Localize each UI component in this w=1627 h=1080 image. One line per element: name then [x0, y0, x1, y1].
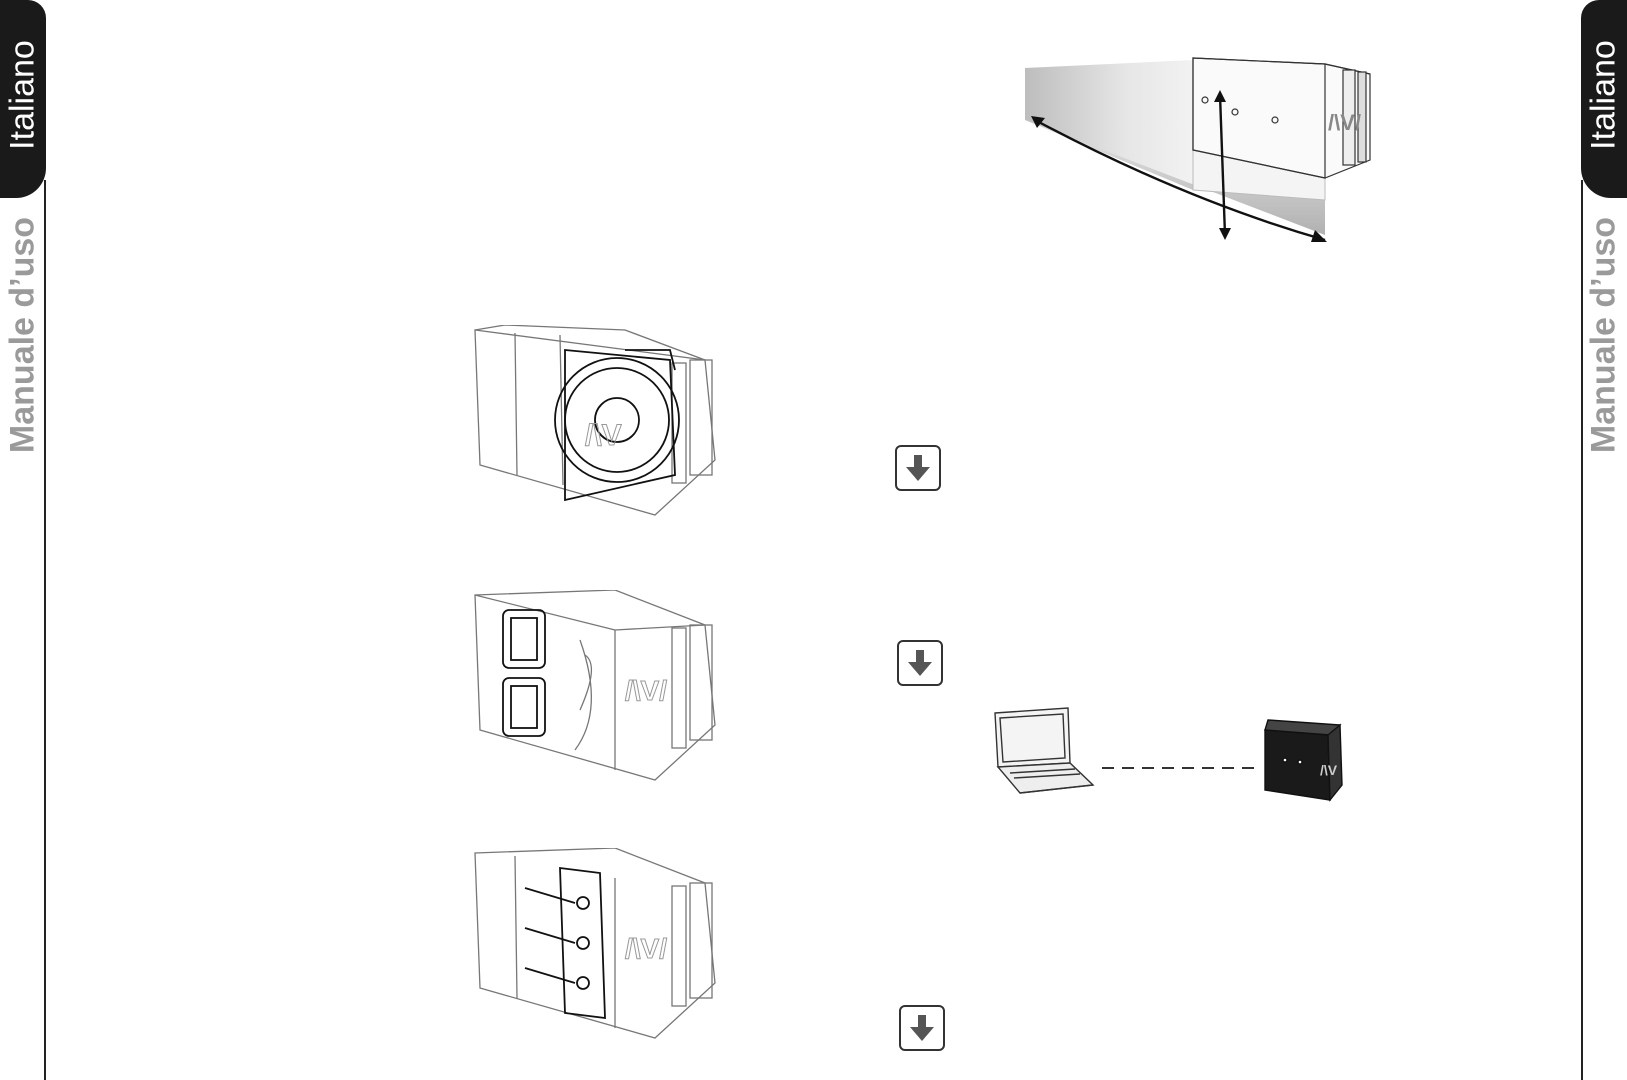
manual-label: Manuale d’uso: [3, 216, 42, 454]
download-button[interactable]: [897, 640, 943, 686]
svg-text:/\V/: /\V/: [625, 933, 667, 964]
svg-text:/\V/: /\V/: [1328, 110, 1361, 135]
laptop-icon: [994, 707, 1095, 794]
svg-text:/\V: /\V: [1320, 762, 1338, 778]
download-arrow-icon: [910, 1015, 934, 1041]
svg-text:/\V/: /\V/: [625, 675, 667, 706]
speaker-coverage-illustration: /\V/: [1025, 57, 1371, 242]
download-button[interactable]: [895, 445, 941, 491]
margin-rule: [1581, 180, 1583, 1080]
speaker-icon: /\V: [1264, 719, 1343, 802]
language-tab: [0, 0, 46, 198]
manual-label: Manuale d’uso: [1584, 216, 1623, 454]
laptop-to-speaker-illustration: /\V: [994, 707, 1343, 802]
language-label: Italiano: [3, 40, 42, 150]
speaker-midrange-illustration: /\V/: [474, 590, 716, 781]
language-label: Italiano: [1584, 40, 1623, 150]
margin-rule: [44, 180, 46, 1080]
speaker-horn-illustration: /\V/: [474, 848, 716, 1039]
download-arrow-icon: [908, 650, 932, 676]
download-button[interactable]: [899, 1005, 945, 1051]
left-side-tab: Italiano Manuale d’uso: [0, 0, 46, 1080]
right-side-tab: Italiano Manuale d’uso: [1581, 0, 1627, 1080]
language-tab: [1581, 0, 1627, 198]
speaker-woofer-illustration: /\V: [474, 325, 716, 516]
svg-text:/\V: /\V: [585, 419, 622, 452]
download-arrow-icon: [906, 455, 930, 481]
